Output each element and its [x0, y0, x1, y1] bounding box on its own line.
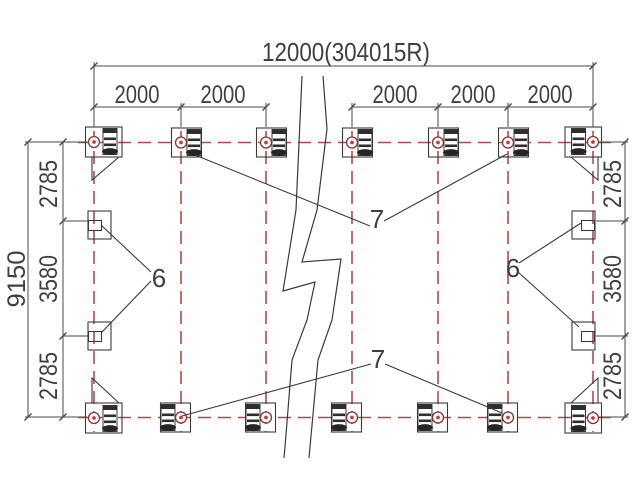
dim-text-2000: 2000	[451, 81, 496, 109]
break-line-right	[301, 75, 342, 459]
column-symbol-top	[172, 128, 203, 157]
leader-left6-lower	[101, 280, 152, 333]
wall-anchor-box-right-upper	[571, 210, 596, 240]
dim-text-left-segment: 2785	[35, 352, 63, 400]
column-symbol-bottom	[245, 403, 276, 432]
column-symbol-bottom	[160, 403, 191, 432]
dim-text-left-overall: 9150	[3, 251, 31, 308]
leader-bottom7-right	[384, 363, 503, 414]
column-symbol-top	[499, 128, 530, 157]
dimension-lines	[24, 62, 629, 421]
corner-symbol-bottom-right	[565, 378, 602, 433]
leader-lines	[100, 153, 582, 417]
dim-text-2000: 2000	[528, 81, 573, 109]
drawing-texts: 12000(304015R) 2000 2000 2000 2000 2000 …	[3, 37, 627, 400]
leader-top7-left	[194, 154, 371, 227]
dimension-ticks	[24, 62, 629, 421]
column-symbol-top	[343, 128, 374, 157]
dim-text-2000: 2000	[115, 81, 160, 109]
leader-top7-right	[383, 153, 508, 222]
callout-label-6-left: 6	[152, 263, 166, 293]
break-lines	[282, 75, 342, 459]
dim-text-right-segment: 3580	[599, 255, 627, 303]
dim-text-2000: 2000	[201, 81, 246, 109]
column-symbol-bottom	[417, 403, 448, 432]
callout-label-7-bottom: 7	[371, 344, 385, 374]
dim-text-2000: 2000	[373, 81, 418, 109]
dim-text-right-segment: 2785	[599, 352, 627, 400]
column-symbol-bottom	[487, 403, 518, 432]
dim-text-top-overall: 12000(304015R)	[262, 37, 430, 67]
column-symbol-top	[429, 128, 460, 157]
break-line-left	[282, 75, 316, 459]
leader-bottom7-left	[181, 363, 372, 417]
wall-anchor-box-right-lower	[571, 321, 596, 351]
callout-label-6-right: 6	[506, 253, 520, 283]
column-symbol-bottom	[331, 403, 362, 432]
leader-left6-upper	[100, 224, 152, 273]
leader-right6-upper	[518, 222, 582, 264]
dim-text-left-segment: 2785	[35, 160, 63, 208]
dim-text-left-segment: 3580	[35, 255, 63, 303]
wall-anchor-box-left-upper	[87, 210, 112, 240]
column-symbol-top	[257, 128, 288, 157]
leader-right6-lower	[517, 271, 580, 328]
callout-label-7-top: 7	[370, 204, 384, 234]
dim-text-right-segment: 2785	[599, 160, 627, 208]
corner-symbol-top-left	[86, 127, 123, 180]
corner-symbol-bottom-left	[86, 378, 123, 433]
corner-symbol-top-right	[565, 127, 602, 180]
